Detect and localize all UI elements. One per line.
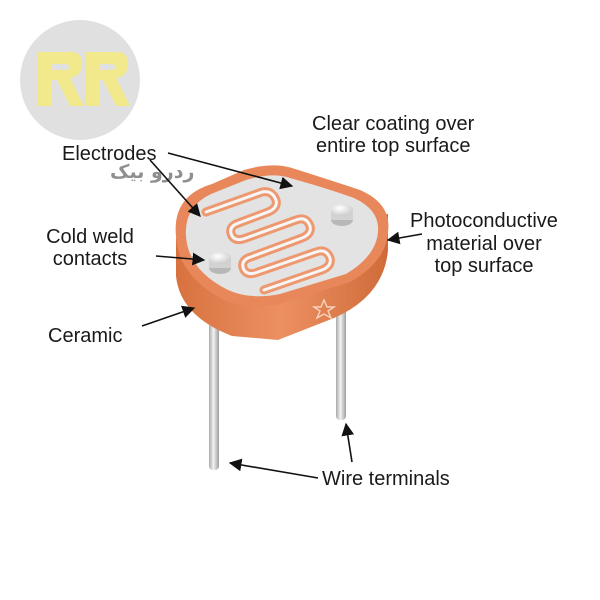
arrow-photoconductive [386, 231, 423, 245]
wire-terminal-left [209, 322, 219, 470]
leader-arrows [141, 152, 423, 479]
wire-terminal-right [336, 304, 346, 420]
arrow-wire-left [228, 458, 319, 479]
arrow-electrodes-2 [167, 152, 294, 190]
label-wire-terminals: Wire terminals [322, 468, 450, 490]
label-photoconductive-2: material over [426, 233, 542, 255]
logo-circle [20, 20, 140, 140]
label-photoconductive-3: top surface [435, 255, 534, 277]
arrow-wire-right [341, 422, 355, 463]
arrow-ceramic [141, 305, 196, 327]
star-mark [311, 298, 337, 320]
label-cold-weld-1: Cold weld [46, 226, 134, 248]
arrow-electrodes-1 [149, 159, 201, 217]
brand-tagline: ردرو بیک [110, 161, 194, 183]
cold-weld-contact-right [331, 204, 353, 226]
label-clear-coating-2: entire top surface [316, 135, 471, 157]
labels: Electrodes Clear coating over entire top… [46, 113, 558, 490]
label-ceramic: Ceramic [48, 325, 122, 347]
logo-letters-graphic [38, 52, 130, 106]
brand-logo [20, 20, 140, 140]
arrow-cold-weld [155, 252, 206, 266]
label-photoconductive-1: Photoconductive [410, 210, 558, 232]
label-electrodes: Electrodes [62, 143, 157, 165]
cold-weld-contact-left [209, 252, 231, 274]
label-clear-coating-1: Clear coating over [312, 113, 475, 135]
ldr-component [175, 165, 389, 470]
label-cold-weld-2: contacts [53, 248, 127, 270]
